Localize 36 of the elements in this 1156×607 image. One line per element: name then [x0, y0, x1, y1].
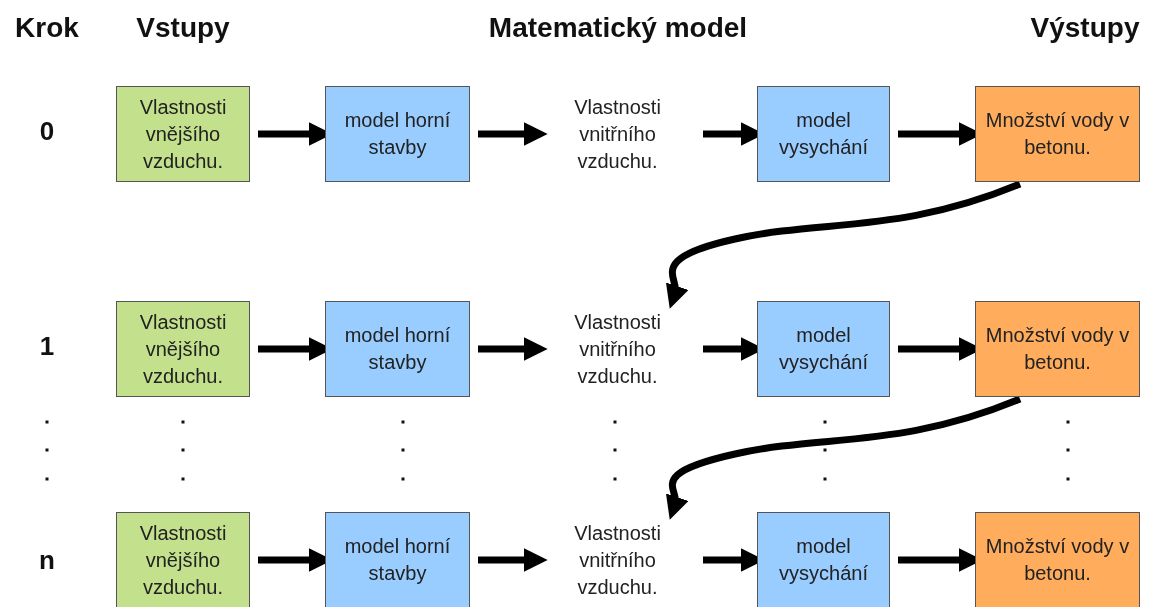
- model-box: [325, 86, 470, 182]
- arrow: [664, 180, 1022, 310]
- node-text: Vlastnosti vnějšího vzduchu.: [138, 94, 228, 174]
- column-heading: Matematický model: [488, 12, 748, 44]
- node-text: Množství vody v betonu.: [984, 323, 1131, 375]
- output-box: [975, 86, 1140, 182]
- step-number: 0: [39, 116, 55, 147]
- model-box: [757, 301, 890, 397]
- column-heading: Krok: [15, 12, 79, 44]
- column-heading: Výstupy: [1030, 12, 1140, 44]
- model-box: [325, 512, 470, 607]
- node-text: Množství vody v betonu.: [984, 534, 1131, 586]
- node-text: model horní stavby: [343, 534, 452, 586]
- node-text: Vlastnosti vnějšího vzduchu.: [138, 520, 228, 600]
- model-box: [325, 301, 470, 397]
- node-text: model horní stavby: [343, 323, 452, 375]
- output-box: [975, 301, 1140, 397]
- step-number: 1: [39, 331, 55, 362]
- step-number: n: [39, 545, 55, 576]
- node-text: Vlastnosti vnějšího vzduchu.: [138, 309, 228, 389]
- column-heading: Vstupy: [136, 12, 230, 44]
- node-text: model horní stavby: [343, 108, 452, 160]
- node-text: model vysychání: [778, 534, 869, 586]
- input-box: [116, 86, 250, 182]
- model-box: [757, 512, 890, 607]
- input-box: [116, 512, 250, 607]
- node-text: model vysychání: [778, 108, 869, 160]
- node-text: Vlastnosti vnitřního vzduchu.: [573, 309, 662, 389]
- model-box: [757, 86, 890, 182]
- arrow: [664, 395, 1022, 521]
- output-box: [975, 512, 1140, 607]
- node-text: Množství vody v betonu.: [984, 108, 1131, 160]
- node-text: Vlastnosti vnitřního vzduchu.: [573, 520, 662, 600]
- node-text: model vysychání: [778, 323, 869, 375]
- input-box: [116, 301, 250, 397]
- node-text: Vlastnosti vnitřního vzduchu.: [573, 94, 662, 174]
